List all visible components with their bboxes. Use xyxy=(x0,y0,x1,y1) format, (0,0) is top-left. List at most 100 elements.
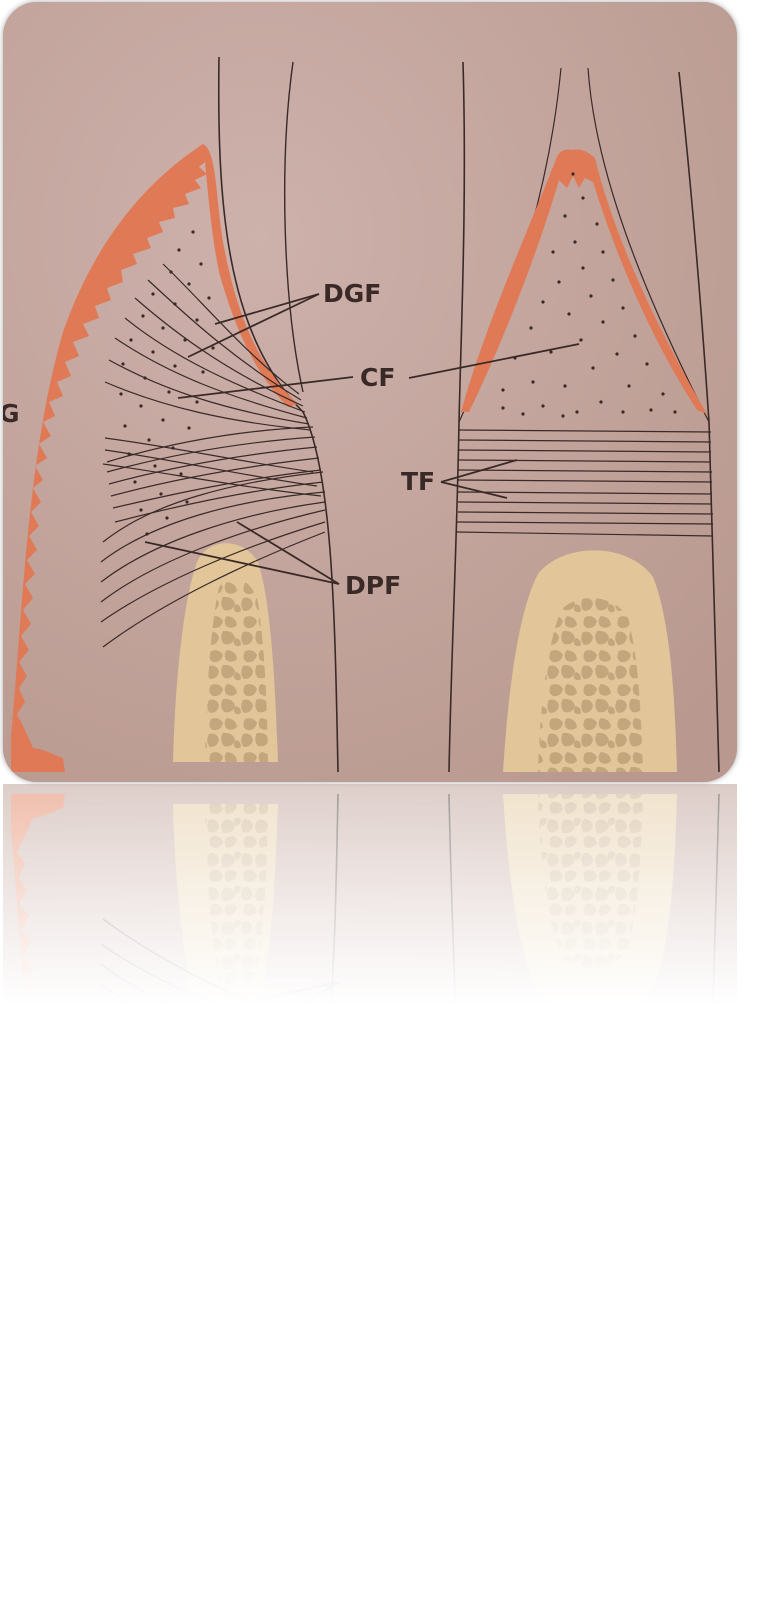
fiber-dot xyxy=(633,334,637,338)
fiber-dot xyxy=(581,196,585,200)
fiber-dot xyxy=(123,424,127,428)
bone-marrow-right xyxy=(538,794,643,969)
transseptal-fibers xyxy=(456,429,714,537)
tooth-line-right-b xyxy=(587,67,710,423)
fiber-dot xyxy=(621,306,625,310)
label-dpf: DPF xyxy=(345,571,401,600)
fiber-dot xyxy=(573,240,577,244)
fiber-dot xyxy=(611,278,615,282)
label-tf: TF xyxy=(401,467,435,496)
fiber-dot xyxy=(567,312,571,316)
fiber-dot xyxy=(561,414,565,418)
fiber-dot xyxy=(557,280,561,284)
fiber-dot xyxy=(151,350,155,354)
gingiva-epithelium-right xyxy=(461,149,707,414)
fiber-dot xyxy=(529,326,533,330)
fiber-dot xyxy=(563,384,567,388)
fiber-dot xyxy=(595,222,599,226)
fiber-dot xyxy=(177,248,181,252)
fiber-dot xyxy=(201,370,205,374)
fiber-dot xyxy=(649,408,653,412)
circular-fibers-left xyxy=(119,230,215,536)
fiber-dot xyxy=(661,392,665,396)
fiber-dot xyxy=(151,292,155,296)
label-dgf: DGF xyxy=(323,279,381,308)
dento-gingival-fibers xyxy=(104,263,312,431)
tooth-line-right-outer xyxy=(448,793,466,1044)
fiber-dot xyxy=(139,508,143,512)
fiber-dot xyxy=(183,338,187,342)
dento-periosteal-fibers xyxy=(100,918,326,1044)
gingival-fiber-diagram: DGF CF G TF DPF xyxy=(3,2,737,782)
fiber-dot xyxy=(187,282,191,286)
tooth-line-right-far xyxy=(678,793,720,1044)
fiber-dot xyxy=(153,464,157,468)
transseptal-fibers xyxy=(456,1029,714,1044)
fiber-dot xyxy=(541,300,545,304)
tooth-line-right-far xyxy=(678,71,720,773)
fiber-dot xyxy=(541,404,545,408)
fiber-dot xyxy=(579,338,583,342)
fiber-dot xyxy=(599,400,603,404)
tooth-surface-line xyxy=(217,793,339,1044)
fiber-dot xyxy=(501,406,505,410)
fiber-dot xyxy=(195,400,199,404)
fiber-dot xyxy=(185,500,189,504)
leader-lines xyxy=(144,293,580,585)
fiber-dot xyxy=(601,250,605,254)
fiber-dot xyxy=(621,410,625,414)
fiber-dot xyxy=(167,390,171,394)
diagram-reflection xyxy=(3,784,737,1044)
fiber-dot xyxy=(129,338,133,342)
fiber-dot xyxy=(207,296,211,300)
fiber-dot xyxy=(615,352,619,356)
fiber-dot xyxy=(161,326,165,330)
fiber-dot xyxy=(627,384,631,388)
fiber-dot xyxy=(121,362,125,366)
circular-fibers-right xyxy=(501,172,677,418)
reflection xyxy=(3,784,737,1044)
fiber-dot xyxy=(169,270,173,274)
fiber-dot xyxy=(165,516,169,520)
fiber-dot xyxy=(591,366,595,370)
gingiva-epithelium-left xyxy=(11,144,298,772)
fiber-dot xyxy=(173,302,177,306)
fiber-dot xyxy=(187,426,191,430)
fiber-dot xyxy=(179,472,183,476)
fiber-dot xyxy=(589,294,593,298)
fiber-dot xyxy=(531,380,535,384)
fiber-dot xyxy=(191,230,195,234)
fiber-dot xyxy=(521,412,525,416)
fiber-dot xyxy=(601,320,605,324)
fiber-dot xyxy=(575,410,579,414)
fiber-dot xyxy=(199,262,203,266)
fiber-dot xyxy=(143,376,147,380)
tooth-surface-line xyxy=(217,56,339,773)
fiber-dot xyxy=(645,362,649,366)
tooth-inner-line xyxy=(284,61,304,393)
fiber-dot xyxy=(581,266,585,270)
fiber-dot xyxy=(173,364,177,368)
diagram-frame: DGF CF G TF DPF xyxy=(3,2,737,782)
fiber-dot xyxy=(501,388,505,392)
label-cf: CF xyxy=(360,363,395,392)
fiber-dot xyxy=(673,410,677,414)
bone-marrow-right xyxy=(538,597,643,772)
fiber-dot xyxy=(139,404,143,408)
fiber-dot xyxy=(551,250,555,254)
fiber-dot xyxy=(147,438,151,442)
fiber-dot xyxy=(119,392,123,396)
fiber-dot xyxy=(549,350,553,354)
fiber-dot xyxy=(161,418,165,422)
fiber-dot xyxy=(195,318,199,322)
fiber-dot xyxy=(211,346,215,350)
bone-marrow-left xyxy=(205,578,268,762)
fiber-dot xyxy=(133,480,137,484)
fiber-dot xyxy=(141,314,145,318)
dento-periosteal-fibers xyxy=(100,426,326,648)
fiber-dot xyxy=(159,492,163,496)
label-g: G xyxy=(3,399,20,428)
fiber-dot xyxy=(571,172,575,176)
bone-marrow-left xyxy=(205,804,268,988)
leader-lines xyxy=(144,981,340,1044)
